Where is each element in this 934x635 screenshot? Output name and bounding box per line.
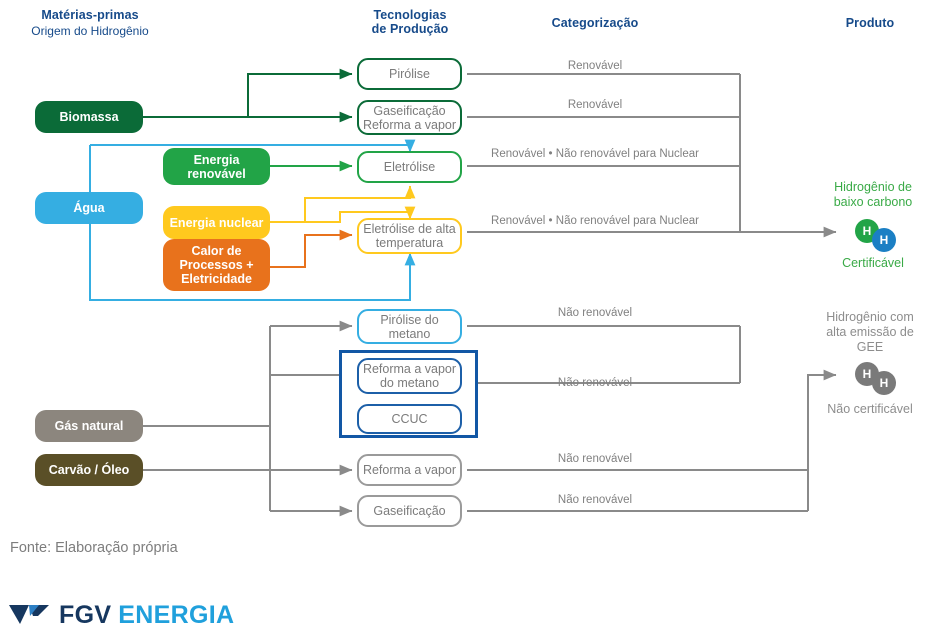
energy-node-calor-processos[interactable]: Calor de Processos + Eletricidade <box>163 239 270 291</box>
tech-reforma-vapor-label: Reforma a vapor <box>362 463 457 477</box>
tech-node-reforma-vapor-metano[interactable]: Reforma a vapor do metano <box>357 358 462 394</box>
tech-node-ccuc[interactable]: CCUC <box>357 404 462 434</box>
category-label-reforma-metano: Não renovável <box>557 377 633 389</box>
atom-gray-1-label: H <box>862 367 872 381</box>
calor-line3: Eletricidade <box>181 272 252 286</box>
source-node-agua[interactable]: Água <box>35 192 143 224</box>
tech-reforma-metano-line1: Reforma a vapor <box>362 362 457 376</box>
category-label-eletrolise-alta: Renovável • Não renovável para Nuclear <box>491 215 699 227</box>
tech-pirolise-metano-line1: Pirólise do <box>380 312 439 327</box>
fgv-chevron-icon <box>9 605 49 624</box>
tech-ccuc-label: CCUC <box>391 412 428 426</box>
product-low-carbon-title-line2: baixo carbono <box>833 195 913 209</box>
tech-node-reforma-vapor[interactable]: Reforma a vapor <box>357 454 462 486</box>
product-high-ghg-title-line1: Hidrogênio com <box>826 310 914 324</box>
logo-fgv-text: FGV <box>59 601 112 629</box>
product-low-carbon-subtitle: Certificável <box>842 256 904 270</box>
atom-gray-2-label: H <box>879 376 889 390</box>
logo-energia-text: ENERGIA <box>118 601 235 629</box>
tech-reforma-metano-line2: do metano <box>379 376 440 390</box>
calor-line2: Processos + <box>179 258 254 272</box>
tech-gaseif-reforma-line2: Reforma a vapor <box>362 117 457 132</box>
header-raw-materials-sub: Origem do Hidrogênio <box>31 24 149 38</box>
category-label-pirolise-metano: Não renovável <box>557 307 633 319</box>
product-high-ghg-title-line3: GEE <box>856 340 884 354</box>
header-technologies-line2: de Produção <box>371 22 449 36</box>
tech-node-gaseificacao[interactable]: Gaseificação <box>357 495 462 527</box>
category-label-reforma-vapor: Não renovável <box>557 453 633 465</box>
category-label-pirolise: Renovável <box>567 60 623 72</box>
product-high-ghg-subtitle: Não certificável <box>827 402 913 416</box>
tech-pirolise-label: Pirólise <box>389 67 430 81</box>
hydrogen-atom-gray-icon-2: H <box>872 371 896 395</box>
tech-node-eletrolise-alta-temperatura[interactable]: Eletrólise de alta temperatura <box>357 218 462 254</box>
header-product: Produto <box>845 16 895 30</box>
source-node-biomassa[interactable]: Biomassa <box>35 101 143 133</box>
atom-blue-label: H <box>879 233 889 247</box>
category-label-eletrolise: Renovável • Não renovável para Nuclear <box>491 148 699 160</box>
source-node-carvao-oleo[interactable]: Carvão / Óleo <box>35 454 143 486</box>
category-label-gaseificacao-reforma: Renovável <box>567 99 623 111</box>
header-categorization: Categorização <box>551 16 639 30</box>
product-low-carbon-title-line1: Hidrogênio de <box>834 180 912 194</box>
energy-nuclear-label: Energia nuclear <box>169 215 264 230</box>
tech-eletrolise-alta-line2: temperatura <box>375 236 444 250</box>
source-note: Fonte: Elaboração própria <box>10 540 178 556</box>
tech-gaseif-reforma-line1: Gaseificação <box>373 103 446 118</box>
atom-green-label: H <box>862 224 872 238</box>
header-technologies-line1: Tecnologias <box>373 8 447 22</box>
energy-node-energia-renovavel[interactable]: Energia renovável <box>163 148 270 185</box>
energy-node-energia-nuclear[interactable]: Energia nuclear <box>163 206 270 239</box>
tech-pirolise-metano-line2: metano <box>388 326 431 341</box>
tech-eletrolise-label: Eletrólise <box>383 160 436 174</box>
hydrogen-atom-blue-icon: H <box>872 228 896 252</box>
product-high-ghg-title-line2: alta emissão de <box>826 325 914 339</box>
source-node-gas-natural[interactable]: Gás natural <box>35 410 143 442</box>
category-label-gaseificacao: Não renovável <box>557 494 633 506</box>
tech-gaseificacao-label: Gaseificação <box>373 504 446 518</box>
calor-line1: Calor de <box>191 244 242 258</box>
header-raw-materials: Matérias-primas <box>41 8 139 22</box>
tech-node-gaseificacao-reforma[interactable]: Gaseificação Reforma a vapor <box>357 100 462 135</box>
energy-renovavel-line2: renovável <box>187 166 246 181</box>
tech-eletrolise-alta-line1: Eletrólise de alta <box>363 222 456 236</box>
tech-node-pirolise-metano[interactable]: Pirólise do metano <box>357 309 462 344</box>
tech-node-pirolise[interactable]: Pirólise <box>357 58 462 90</box>
energy-renovavel-line1: Energia <box>193 152 240 167</box>
tech-node-eletrolise[interactable]: Eletrólise <box>357 151 462 183</box>
